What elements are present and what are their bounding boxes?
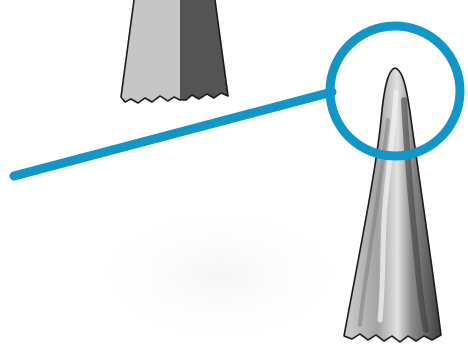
fragment-dark-face bbox=[180, 0, 228, 100]
pointer-line bbox=[14, 92, 332, 176]
background-shading bbox=[80, 200, 360, 351]
blunt-tip-fragment bbox=[121, 0, 228, 103]
fragment-light-face bbox=[121, 0, 180, 103]
